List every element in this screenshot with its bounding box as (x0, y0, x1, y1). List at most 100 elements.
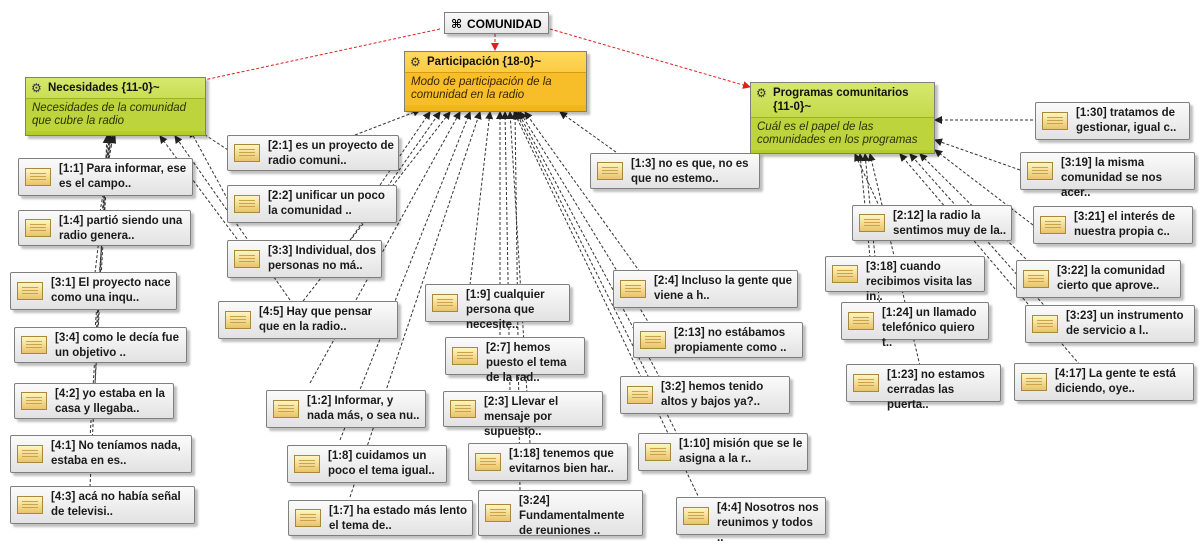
quote-node[interactable]: [1:30] tratamos de gestionar, igual c.. (1035, 102, 1190, 140)
quote-text: [1:8] cuidamos un poco el tema igual.. (328, 450, 435, 477)
quote-node[interactable]: [4:3] acá no había señal de televisi.. (10, 486, 195, 524)
quotation-icon (294, 455, 320, 473)
quotation-icon (1040, 216, 1066, 234)
quotation-icon (640, 331, 666, 349)
quote-node[interactable]: [1:2] Informar, y nada más, o sea nu.. (266, 390, 426, 428)
quote-text: [1:30] tratamos de gestionar, igual c.. (1076, 107, 1177, 134)
code-icon: ⚙ (31, 81, 42, 95)
quote-node[interactable]: [1:7] ha estado más lento el tema de.. (288, 500, 473, 536)
quote-node[interactable]: [3:22] la comunidad cierto que aprove.. (1016, 260, 1181, 298)
quotation-icon (21, 336, 47, 354)
category-title: Participación {18-0}~ (427, 56, 542, 68)
quote-node[interactable]: [1:8] cuidamos un poco el tema igual.. (287, 445, 447, 483)
quote-node[interactable]: [4:4] Nosotros nos reunimos y todos .. (676, 497, 826, 544)
quotation-icon (17, 496, 43, 514)
quote-text: [3:23] un instrumento de servicio a l.. (1066, 310, 1184, 337)
quotation-icon (832, 265, 858, 283)
quote-node[interactable]: [2:4] Incluso la gente que viene a h.. (613, 270, 798, 308)
quote-text: [1:18] tenemos que evitarnos bien har.. (509, 448, 614, 475)
quote-node[interactable]: [1:10] misión que se le asigna a la r.. (638, 433, 808, 471)
quote-text: [3:2] hemos tenido altos y bajos ya?.. (661, 381, 764, 408)
quote-text: [1:24] un llamado telefónico quiero t.. (882, 307, 977, 349)
quote-node[interactable]: [3:21] el interés de nuestra propia c.. (1033, 206, 1193, 244)
quotation-icon (1023, 270, 1049, 288)
quote-text: [4:2] yo estaba en la casa y llegaba.. (55, 388, 165, 415)
quotation-icon (645, 443, 671, 461)
code-group-icon: ⌘ (451, 17, 463, 31)
quote-node[interactable]: [2:12] la radio la sentimos muy de la.. (852, 205, 1012, 241)
category-participacion[interactable]: ⚙ Participación {18-0}~ Modo de participa… (404, 51, 587, 112)
quote-node[interactable]: [4:2] yo estaba en la casa y llegaba.. (14, 383, 174, 419)
link (524, 111, 641, 273)
category-title: Necesidades {11-0}~ (48, 82, 160, 94)
link (99, 135, 116, 213)
quotation-icon (25, 219, 51, 237)
quotation-icon (432, 294, 458, 312)
quotation-icon (452, 347, 478, 365)
quote-node[interactable]: [2:1] es un proyecto de radio comuni.. (227, 135, 399, 171)
code-icon: ⚙ (410, 55, 421, 69)
quote-node[interactable]: [1:1] Para informar, ese es el campo.. (18, 158, 193, 196)
quotation-icon (1027, 162, 1053, 180)
quotation-icon (627, 386, 653, 404)
quotation-icon (597, 162, 623, 180)
quote-node[interactable]: [3:2] hemos tenido altos y bajos ya?.. (620, 376, 790, 414)
link (189, 129, 229, 201)
quote-text: [3:1] El proyecto nace como una inqu.. (51, 277, 171, 304)
quotation-icon (17, 445, 43, 463)
quote-node[interactable]: [3:1] El proyecto nace como una inqu.. (10, 272, 177, 310)
quote-node[interactable]: [3:18] cuando recibimos visita las in.. (825, 256, 985, 303)
root-code-comunidad[interactable]: ⌘ COMUNIDAD (444, 12, 549, 34)
quote-node[interactable]: [2:2] unificar un poco la comunidad .. (227, 185, 397, 223)
quotation-icon (450, 400, 476, 418)
quote-text: [4:17] La gente te está diciendo, oye.. (1055, 368, 1176, 395)
quote-text: [2:12] la radio la sentimos muy de la.. (893, 210, 1007, 237)
quote-node[interactable]: [1:23] no estamos cerradas las puerta.. (846, 364, 1001, 411)
link (349, 111, 482, 498)
link (339, 111, 472, 441)
quotation-icon (1021, 373, 1047, 391)
link (934, 149, 1034, 226)
quote-text: [1:7] ha estado más lento el tema de.. (329, 505, 468, 532)
quote-node[interactable]: [2:3] Llevar el mensaje por supuesto.. (443, 391, 603, 438)
quotation-icon (683, 507, 709, 525)
quote-node[interactable]: [1:24] un llamado telefónico quiero t.. (841, 302, 989, 349)
quote-node[interactable]: [1:3] no es que, no es que no estemo.. (590, 153, 760, 189)
quote-node[interactable]: [1:4] partió siendo una radio genera.. (18, 210, 191, 246)
quotation-icon (853, 374, 879, 392)
quotation-icon (1042, 112, 1068, 130)
quotation-icon (848, 312, 874, 330)
category-necesidades[interactable]: ⚙Necesidades {11-0}~ Necesidades de la c… (25, 77, 206, 136)
quote-node[interactable]: [4:5] Hay que pensar que en la radio.. (218, 301, 398, 339)
quote-node[interactable]: [3:23] un instrumento de servicio a l.. (1025, 305, 1195, 343)
link (506, 111, 531, 444)
quote-text: [1:2] Informar, y nada más, o sea nu.. (307, 395, 420, 422)
quote-text: [3:19] la misma comunidad se nos acer.. (1061, 157, 1162, 199)
quote-node[interactable]: [4:1] No teníamos nada, estaba en es.. (10, 435, 192, 473)
link (559, 111, 621, 156)
quotation-icon (859, 214, 885, 232)
quote-node[interactable]: [3:19] la misma comunidad se nos acer.. (1020, 152, 1195, 199)
code-icon: ⚙ (756, 86, 767, 100)
quote-node[interactable]: [3:3] Individual, dos personas no má.. (227, 240, 382, 278)
quotation-icon (234, 144, 260, 162)
quote-node[interactable]: [3:24] Fundamentalmente de reuniones .. (478, 490, 643, 537)
quote-node[interactable]: [2:13] no estábamos propiamente como .. (633, 322, 803, 358)
quote-node[interactable]: [1:9] cualquier persona que necesite.. (425, 284, 570, 331)
quotation-icon (234, 250, 260, 268)
quotation-icon (475, 453, 501, 471)
quote-node[interactable]: [4:17] La gente te está diciendo, oye.. (1014, 363, 1194, 401)
quote-node[interactable]: [1:18] tenemos que evitarnos bien har.. (468, 443, 628, 481)
quote-text: [3:3] Individual, dos personas no má.. (268, 245, 376, 272)
category-comment: Modo de participación de la comunidad en… (405, 72, 586, 105)
quotation-icon (21, 392, 47, 410)
quotation-icon (485, 504, 511, 522)
quote-node[interactable]: [3:4] como le decía fue un objetivo .. (14, 327, 187, 363)
quotation-icon (25, 168, 51, 186)
category-title: Programas comunitarios {11-0}~ (773, 87, 909, 113)
quote-node[interactable]: [2:7] hemos puesto el tema de la rad.. (445, 337, 585, 384)
link-root-necesidades (189, 28, 441, 86)
quotation-icon (1032, 315, 1058, 333)
category-programas-comunitarios[interactable]: ⚙Programas comunitarios {11-0}~ Cuál es … (750, 82, 935, 154)
link (354, 108, 421, 136)
